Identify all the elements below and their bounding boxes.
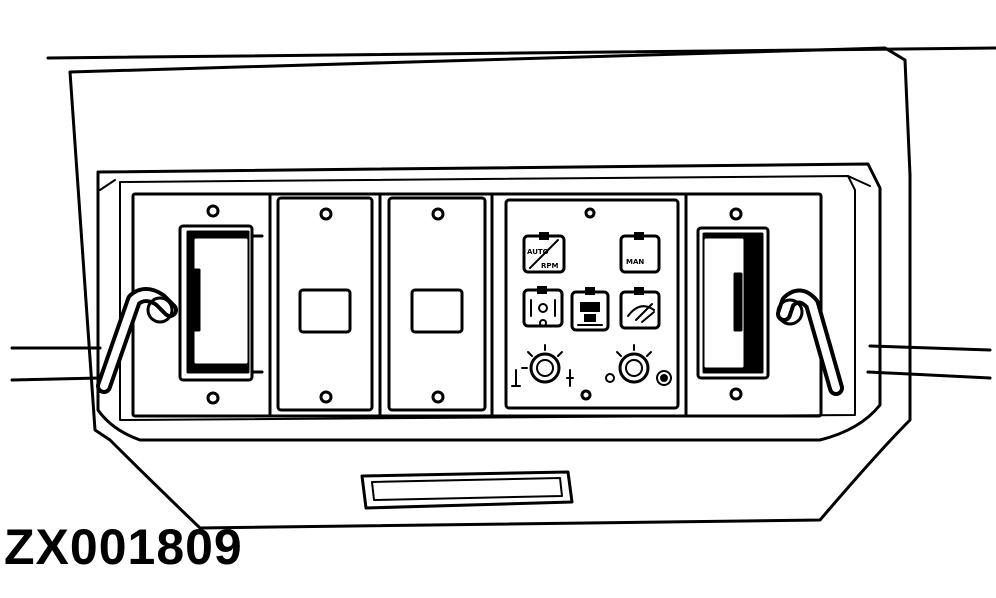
left-lever-handle[interactable]: [96, 287, 178, 394]
blank-plate-2: [387, 196, 487, 412]
man-label: MAN: [626, 258, 644, 266]
background-lines: [10, 46, 996, 382]
speed-dial-knob[interactable]: [511, 344, 574, 387]
wiper-dial-knob[interactable]: [605, 344, 672, 386]
man-button[interactable]: MAN: [619, 232, 661, 274]
blank-plate-1: [276, 196, 374, 412]
wiper-button[interactable]: [619, 287, 661, 330]
bottom-grip-recess[interactable]: [360, 470, 574, 510]
figure-code: ZX001809: [4, 519, 243, 575]
left-switch-slot: [178, 204, 264, 405]
right-lever-handle[interactable]: [776, 288, 844, 396]
control-module: [504, 198, 680, 410]
hydraulic-mode-button[interactable]: [522, 286, 564, 328]
auto-rpm-label-bottom: RPM: [541, 262, 559, 270]
auto-rpm-button[interactable]: AUTO RPM: [522, 232, 566, 274]
right-switch-slot: [696, 207, 770, 401]
wiper-icon: [627, 303, 655, 323]
seat-mode-icon: [577, 302, 603, 326]
hydraulic-mode-icon: [530, 299, 556, 327]
speed-dial-icon: [511, 344, 574, 387]
auto-rpm-label-top: AUTO: [527, 248, 549, 256]
console-housing: [68, 46, 912, 530]
wiper-dial-icon: [605, 344, 672, 386]
seat-mode-button[interactable]: [570, 287, 610, 332]
